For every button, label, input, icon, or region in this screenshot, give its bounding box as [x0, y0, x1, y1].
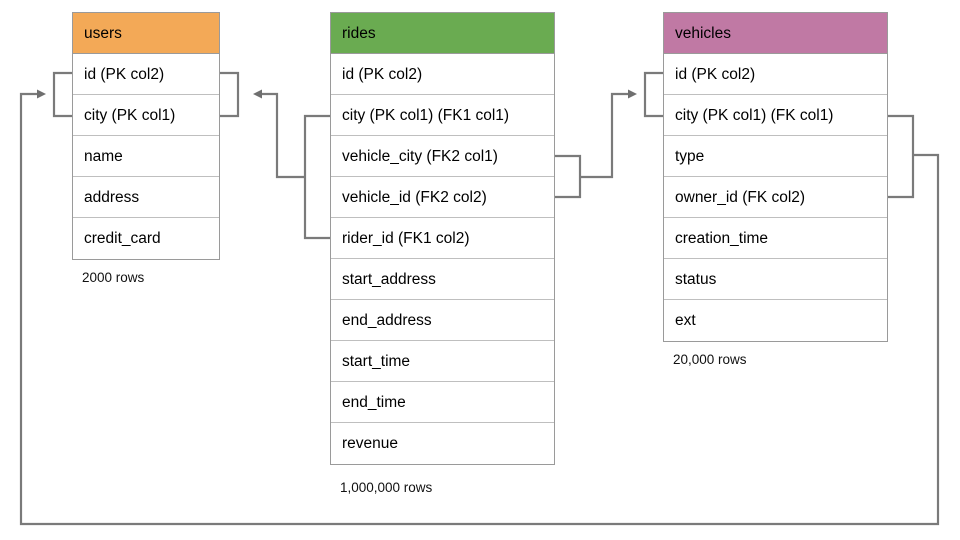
arrowhead-rides-fk1 [253, 89, 262, 99]
field-rides-start-address[interactable]: start_address [331, 259, 554, 300]
table-rides-title: rides [331, 13, 554, 54]
field-vehicles-ext[interactable]: ext [664, 300, 887, 341]
field-rides-end-address[interactable]: end_address [331, 300, 554, 341]
arrowhead-rides-fk2 [628, 89, 637, 99]
field-users-credit-card[interactable]: credit_card [73, 218, 219, 259]
field-vehicles-status[interactable]: status [664, 259, 887, 300]
field-vehicles-city[interactable]: city (PK col1) (FK col1) [664, 95, 887, 136]
edge-rides-fk2-to-vehicles [555, 71, 663, 199]
field-users-id[interactable]: id (PK col2) [73, 54, 219, 95]
row-count-users: 2000 rows [82, 270, 145, 285]
field-users-name[interactable]: name [73, 136, 219, 177]
field-users-address[interactable]: address [73, 177, 219, 218]
field-rides-vehicle-city[interactable]: vehicle_city (FK2 col1) [331, 136, 554, 177]
field-vehicles-owner-id[interactable]: owner_id (FK col2) [664, 177, 887, 218]
table-users[interactable]: users id (PK col2) city (PK col1) name a… [72, 12, 220, 260]
field-rides-end-time[interactable]: end_time [331, 382, 554, 423]
edge-rides-fk1-to-users [220, 71, 330, 240]
table-vehicles[interactable]: vehicles id (PK col2) city (PK col1) (FK… [663, 12, 888, 342]
row-count-vehicles: 20,000 rows [673, 352, 747, 367]
table-rides[interactable]: rides id (PK col2) city (PK col1) (FK1 c… [330, 12, 555, 465]
field-vehicles-creation-time[interactable]: creation_time [664, 218, 887, 259]
arrowhead-vehicles-fk [37, 89, 46, 99]
field-users-city[interactable]: city (PK col1) [73, 95, 219, 136]
field-rides-rider-id[interactable]: rider_id (FK1 col2) [331, 218, 554, 259]
field-vehicles-type[interactable]: type [664, 136, 887, 177]
field-rides-start-time[interactable]: start_time [331, 341, 554, 382]
field-rides-id[interactable]: id (PK col2) [331, 54, 554, 95]
table-vehicles-title: vehicles [664, 13, 887, 54]
row-count-rides: 1,000,000 rows [340, 480, 433, 495]
field-vehicles-id[interactable]: id (PK col2) [664, 54, 887, 95]
table-users-title: users [73, 13, 219, 54]
field-rides-vehicle-id[interactable]: vehicle_id (FK2 col2) [331, 177, 554, 218]
field-rides-city[interactable]: city (PK col1) (FK1 col1) [331, 95, 554, 136]
field-rides-revenue[interactable]: revenue [331, 423, 554, 464]
